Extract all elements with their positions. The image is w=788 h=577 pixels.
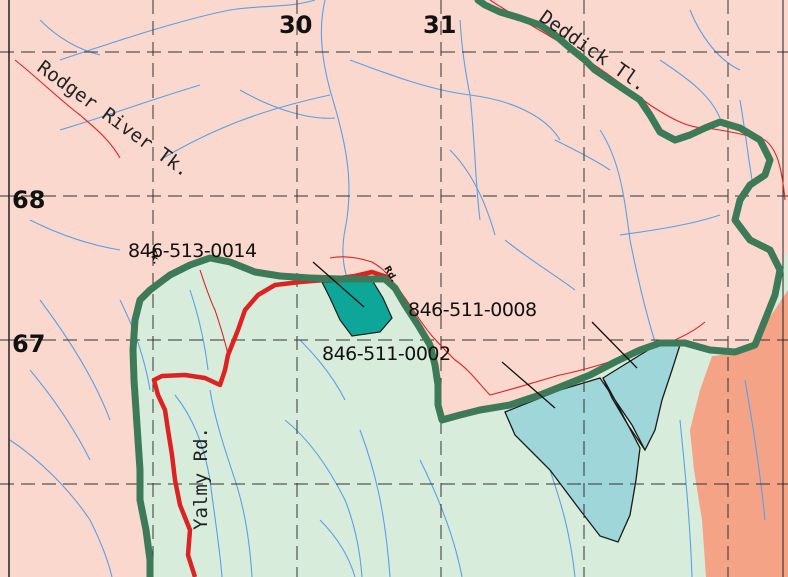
stream bbox=[284, 419, 363, 577]
stream bbox=[29, 219, 121, 251]
stream bbox=[679, 419, 693, 577]
stream bbox=[739, 99, 753, 181]
stream bbox=[419, 459, 463, 577]
stream bbox=[320, 0, 351, 286]
stream bbox=[319, 519, 356, 577]
grid-label-easting-30: 30 bbox=[279, 11, 312, 39]
grid-label-northing-68: 68 bbox=[12, 186, 45, 214]
grid-label-northing-67: 67 bbox=[12, 330, 45, 358]
leader-line-846-511-0008 bbox=[591, 321, 638, 369]
stream bbox=[659, 59, 721, 119]
stream bbox=[119, 299, 151, 391]
stream bbox=[469, 94, 481, 221]
parcel-846-513-0014-area[interactable] bbox=[321, 279, 393, 337]
zone-boundary bbox=[129, 0, 784, 577]
leader-line-846-511-0002 bbox=[501, 361, 556, 409]
stream bbox=[449, 149, 496, 236]
parcel-846-511-0002-area[interactable] bbox=[504, 377, 641, 543]
parcel-label-846-511-0002[interactable]: 846-511-0002 bbox=[322, 343, 451, 365]
parcels-layer bbox=[321, 279, 681, 543]
stream bbox=[39, 299, 111, 421]
parcel-label-846-511-0008[interactable]: 846-511-0008 bbox=[408, 299, 537, 321]
stream bbox=[459, 19, 471, 96]
leader-line-846-513-0014 bbox=[312, 261, 365, 308]
parcel-dividing-line bbox=[602, 377, 646, 451]
minor-road-line bbox=[14, 59, 121, 159]
stream bbox=[189, 289, 209, 371]
road-label-yalmy-rd: Yalmy Rd. bbox=[190, 427, 212, 530]
stream bbox=[359, 429, 391, 577]
stream bbox=[174, 394, 223, 577]
stream bbox=[504, 239, 576, 291]
stream bbox=[239, 89, 336, 119]
stream bbox=[39, 19, 101, 56]
stream bbox=[299, 339, 346, 401]
grid-label-easting-31: 31 bbox=[423, 11, 456, 39]
stream bbox=[599, 129, 657, 346]
stream bbox=[549, 469, 576, 577]
stream bbox=[619, 214, 721, 236]
parcel-leader-lines bbox=[312, 261, 638, 409]
stream bbox=[744, 379, 766, 521]
stream bbox=[9, 439, 113, 577]
stream-network bbox=[9, 0, 766, 577]
stream bbox=[159, 94, 331, 161]
yalmy-road-line bbox=[151, 269, 391, 577]
minor-road-line bbox=[199, 269, 229, 356]
minor-road-line bbox=[329, 256, 391, 279]
stream bbox=[689, 9, 741, 71]
stream bbox=[59, 0, 316, 61]
parcel-label-846-513-0014[interactable]: 846-513-0014 bbox=[128, 240, 258, 262]
stream bbox=[59, 84, 201, 131]
road-label-tk-fragment: Tk. bbox=[146, 248, 161, 266]
stream bbox=[209, 389, 253, 577]
stream bbox=[29, 369, 91, 461]
